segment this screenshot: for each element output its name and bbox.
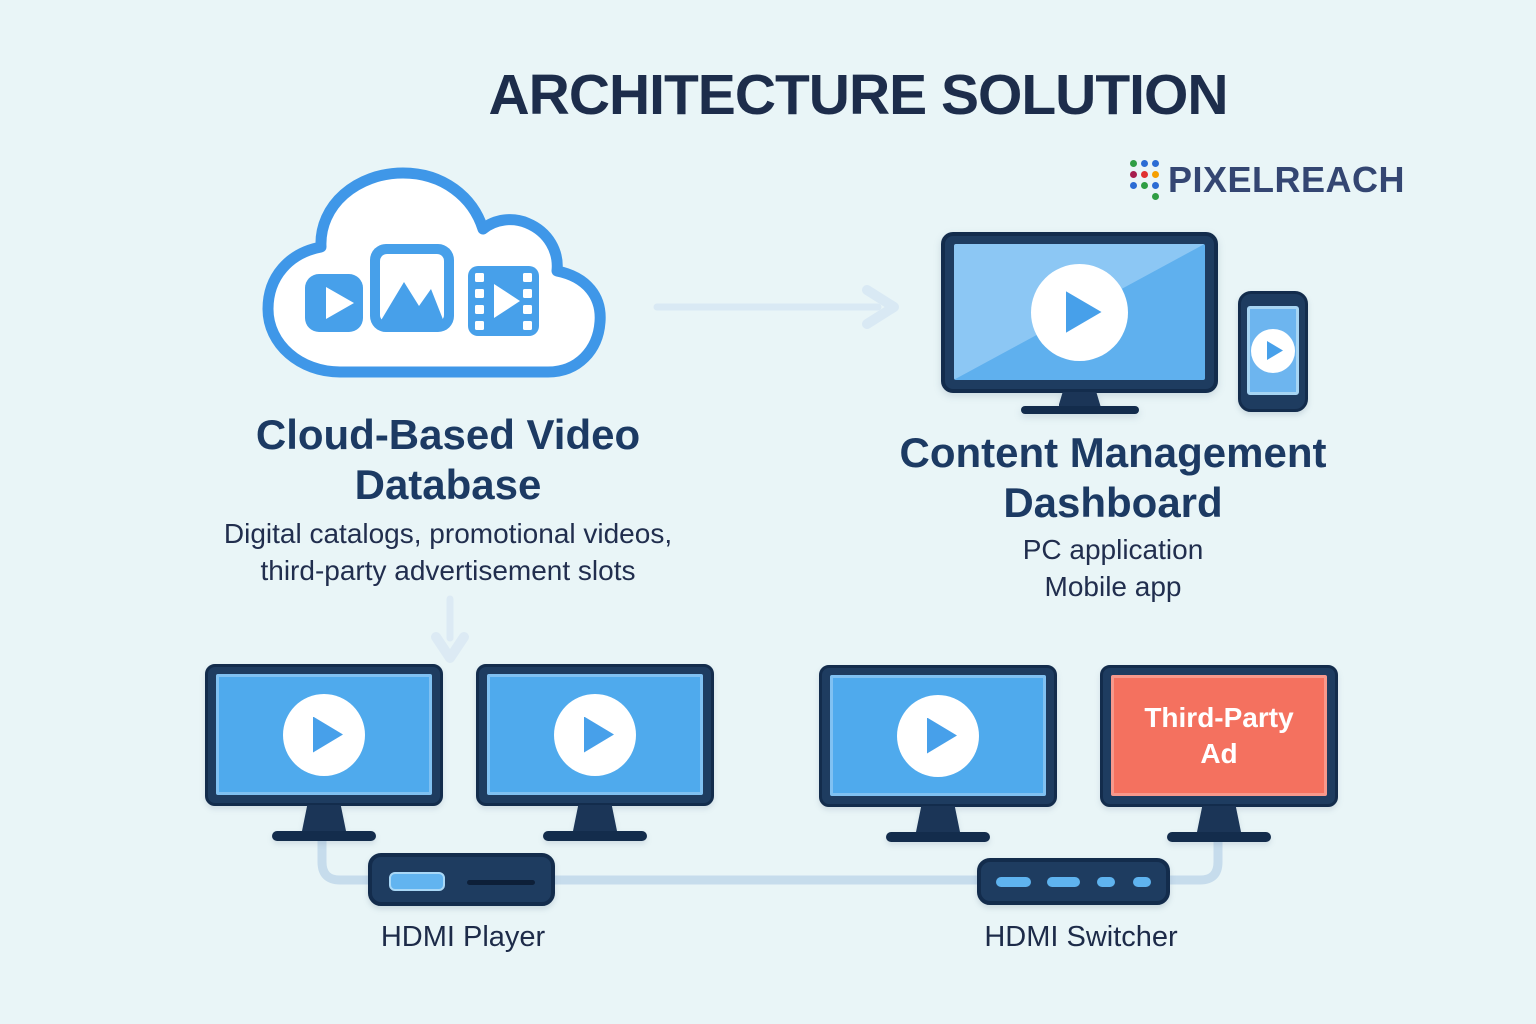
hdmi-switcher-label: HDMI Switcher: [984, 921, 1178, 953]
hdmi-switcher-port-icon: [1047, 877, 1080, 887]
pixel-dot-matrix-icon: [1128, 158, 1161, 202]
ad-screen: Third-Party Ad: [1111, 675, 1327, 796]
heading-line: Cloud-Based Video: [255, 411, 641, 458]
mobile-phone: [1238, 291, 1308, 412]
monitor-frame: [819, 665, 1057, 807]
monitor-base: [543, 831, 647, 841]
heading-line: Dashboard: [1003, 479, 1223, 526]
logo-text: PIXELREACH: [1168, 159, 1406, 200]
hdmi-player-slot-icon: [467, 880, 535, 885]
play-triangle: [927, 717, 957, 754]
subtitle-line: Digital catalogs, promotional videos,: [223, 518, 673, 549]
play-triangle: [1065, 291, 1102, 333]
heading-line: Database: [354, 461, 542, 508]
monitor-screen: [954, 244, 1205, 380]
monitor-base: [1167, 832, 1271, 842]
play-icon: [554, 693, 636, 776]
play-triangle: [313, 716, 343, 753]
monitor-screen: [487, 674, 703, 795]
hdmi-switcher-port-icon: [996, 877, 1031, 887]
hdmi-switcher-device: [977, 858, 1170, 905]
play-icon: [897, 694, 979, 777]
cable-ad-monitor-to-switcher: [1163, 831, 1223, 885]
display-monitor-1: [205, 664, 443, 841]
page-title: ARCHITECTURE SOLUTION: [488, 63, 1229, 127]
monitor-stand: [573, 805, 617, 831]
pixelreach-logo: PIXELREACH: [1128, 158, 1405, 202]
monitor-stand: [302, 805, 346, 831]
monitor-stand: [1197, 806, 1241, 832]
play-icon: [283, 693, 365, 776]
dashboard-heading: Content Management Dashboard: [813, 428, 1413, 528]
hdmi-player-label: HDMI Player: [380, 921, 546, 953]
monitor-frame: [476, 664, 714, 806]
monitor-frame: Third-Party Ad: [1100, 665, 1338, 807]
monitor-screen: [216, 674, 432, 795]
heading-line: Content Management: [899, 429, 1327, 476]
monitor-base: [886, 832, 990, 842]
monitor-frame: [941, 232, 1218, 393]
image-icon: [370, 244, 454, 332]
play-icon: [1031, 263, 1128, 361]
monitor-base: [272, 831, 376, 841]
monitor-stand: [1058, 392, 1101, 406]
play-icon: [1251, 328, 1295, 373]
ad-text-line: Third-Party: [1144, 701, 1294, 733]
phone-screen: [1247, 306, 1299, 395]
play-triangle: [1267, 341, 1283, 360]
display-monitor-3: [819, 665, 1057, 842]
display-monitor-ad: Third-Party Ad: [1100, 665, 1338, 842]
hdmi-player-port-icon: [389, 872, 445, 891]
cloud-database-subtitle: Digital catalogs, promotional videos, th…: [148, 515, 748, 589]
subtitle-line: PC application: [1022, 534, 1204, 565]
monitor-screen: [830, 675, 1046, 796]
ad-text-line: Ad: [1200, 737, 1238, 769]
subtitle-line: third-party advertisement slots: [260, 555, 636, 586]
dashboard-monitor: [941, 232, 1218, 414]
cloud-media-icon: [262, 167, 606, 378]
monitor-stand: [916, 806, 960, 832]
dashboard-subtitle: PC application Mobile app: [813, 531, 1413, 605]
monitor-base: [1020, 406, 1139, 414]
arrow-right-icon: [653, 285, 899, 329]
play-triangle: [584, 716, 614, 753]
play-icon: [305, 274, 363, 332]
hdmi-player-device: [368, 853, 555, 906]
film-strip-icon: [468, 266, 539, 336]
monitor-frame: [205, 664, 443, 806]
cloud-database-heading: Cloud-Based Video Database: [148, 410, 748, 510]
hdmi-switcher-port-icon: [1097, 877, 1115, 887]
subtitle-line: Mobile app: [1044, 571, 1182, 602]
hdmi-switcher-port-icon: [1133, 877, 1151, 887]
display-monitor-2: [476, 664, 714, 841]
arrow-down-icon: [431, 595, 469, 663]
